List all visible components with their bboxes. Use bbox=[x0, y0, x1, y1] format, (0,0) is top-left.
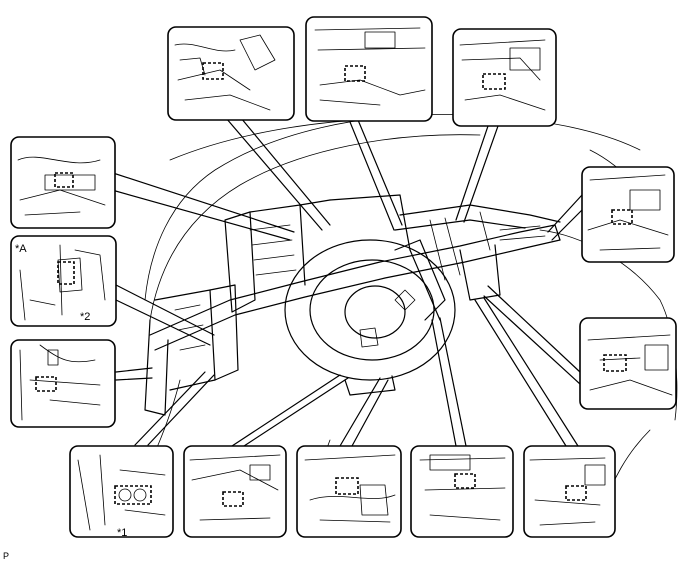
leader-lines bbox=[109, 111, 583, 447]
connector-location-marker bbox=[611, 209, 633, 225]
connector-location-marker bbox=[222, 491, 244, 507]
detail-panel-5 bbox=[10, 339, 116, 428]
callout-1-label: *1 bbox=[117, 527, 127, 539]
connector-location-marker bbox=[35, 376, 57, 392]
connector-location-marker bbox=[565, 485, 587, 501]
steering-wheel-ring bbox=[284, 239, 456, 396]
detail-panel-10 bbox=[296, 445, 402, 538]
connector-location-marker bbox=[114, 485, 152, 505]
detail-panel-8: *1 bbox=[69, 445, 174, 539]
connector-location-marker bbox=[54, 172, 74, 188]
connector-location-marker bbox=[482, 73, 506, 90]
detail-panel-4 bbox=[10, 136, 116, 229]
detail-panel-12 bbox=[523, 445, 616, 538]
connector-location-marker bbox=[202, 62, 224, 80]
connector-location-marker bbox=[603, 354, 627, 372]
detail-panel-2 bbox=[305, 16, 433, 122]
figure-code: P bbox=[3, 551, 9, 561]
connector-location-marker bbox=[454, 473, 476, 489]
detail-panel-view-a: *A *2 bbox=[10, 235, 117, 327]
connector-location-marker bbox=[57, 261, 75, 285]
connector-location-marker bbox=[335, 477, 359, 495]
duct-details bbox=[174, 211, 546, 351]
view-a-label: *A bbox=[15, 243, 27, 255]
callout-2-label: *2 bbox=[80, 311, 90, 323]
detail-panel-11 bbox=[410, 445, 514, 538]
connector-location-marker bbox=[344, 65, 366, 82]
detail-panel-7 bbox=[579, 317, 677, 410]
detail-panel-1 bbox=[167, 26, 295, 121]
detail-panel-9 bbox=[183, 445, 287, 538]
detail-panel-6 bbox=[581, 166, 675, 263]
detail-panel-3 bbox=[452, 28, 557, 127]
